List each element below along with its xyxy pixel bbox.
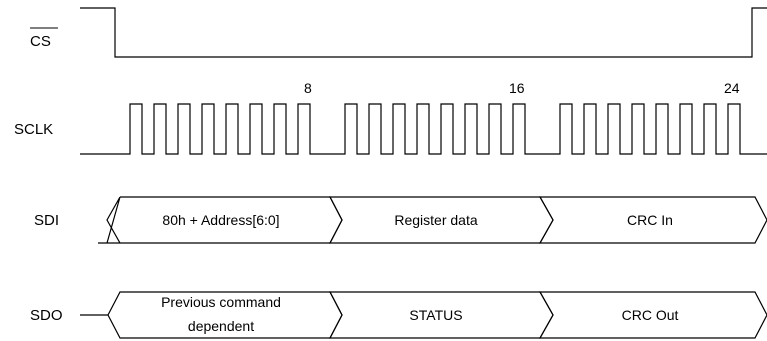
- signal-label-sdi: SDI: [34, 212, 59, 229]
- sdi-field-1-label: 80h + Address[6:0]: [162, 212, 279, 228]
- clock-marker-16: 16: [509, 80, 525, 96]
- clock-marker-24: 24: [724, 80, 740, 96]
- sdo-field-1-label-line1: Previous command: [161, 294, 281, 310]
- sdi-field-3-label: CRC In: [627, 212, 673, 228]
- sdi-field-2-label: Register data: [394, 212, 477, 228]
- sdo-field-3-label: CRC Out: [622, 307, 679, 323]
- clock-marker-8: 8: [304, 80, 312, 96]
- sclk-waveform: [80, 103, 767, 155]
- sdo-field-3-shape: [538, 291, 767, 339]
- sdo-field-2-label: STATUS: [409, 307, 462, 323]
- signal-label-sdo: SDO: [30, 307, 63, 324]
- signal-label-sclk: SCLK: [14, 121, 53, 138]
- sdo-field-1-label-line2: dependent: [188, 318, 254, 334]
- sdi-field-3-shape: [538, 196, 767, 244]
- signal-label-cs: CS: [30, 33, 51, 50]
- cs-waveform: [80, 7, 767, 58]
